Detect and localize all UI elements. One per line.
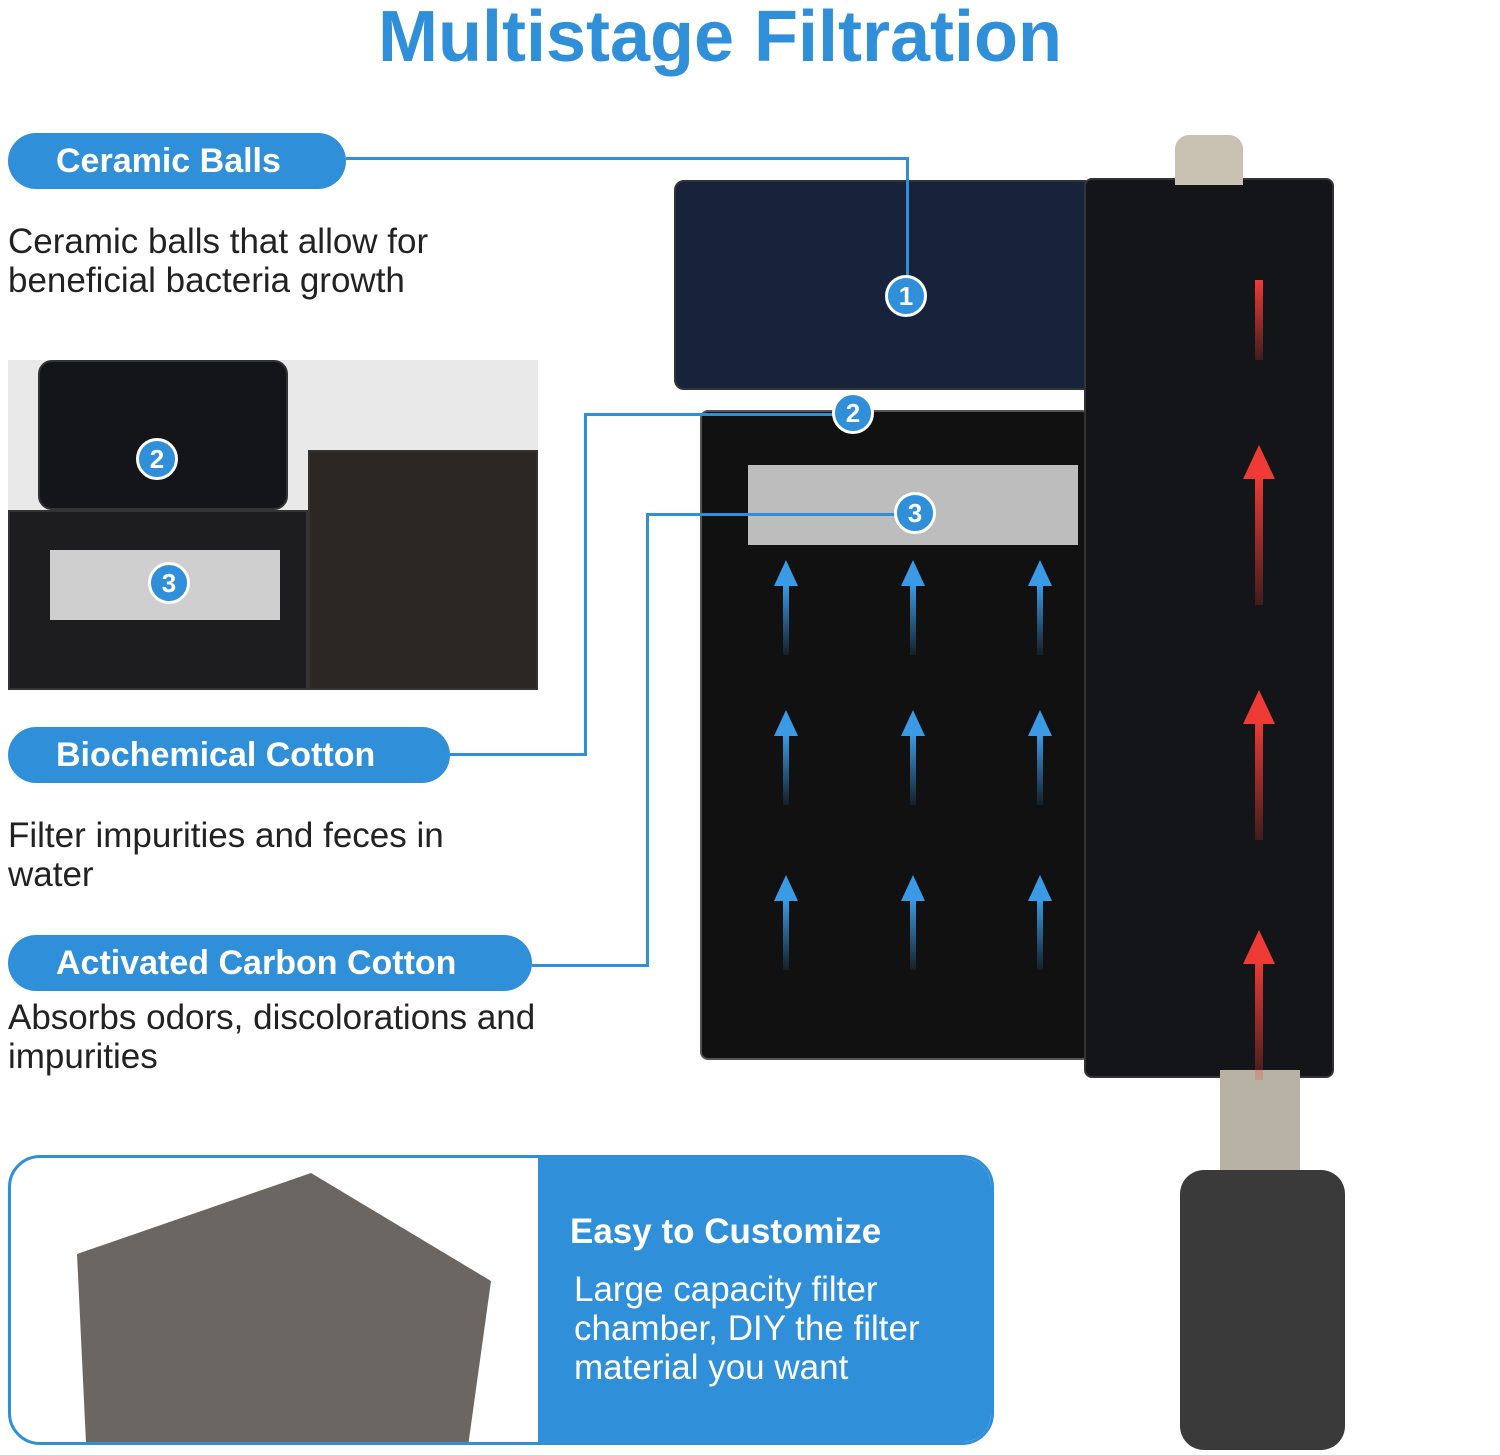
customize-card: Easy to Customize Large capacity filter … xyxy=(8,1155,994,1445)
connector-line xyxy=(532,964,649,967)
filter-media-photo: 2 3 xyxy=(8,360,538,690)
biochemical-cotton-description: Filter impurities and feces in water xyxy=(8,816,444,894)
stage-3-marker: 3 xyxy=(148,562,190,604)
connector-line xyxy=(450,753,587,756)
activated-carbon-cotton-label: Activated Carbon Cotton xyxy=(8,935,532,991)
stage-1-marker: 1 xyxy=(885,275,927,317)
ceramic-balls-description: Ceramic balls that allow for beneficial … xyxy=(8,222,429,300)
connector-line xyxy=(646,513,896,516)
biochemical-cotton-label: Biochemical Cotton xyxy=(8,727,450,783)
connector-line xyxy=(584,413,834,416)
customize-text: Large capacity filter chamber, DIY the f… xyxy=(574,1270,920,1387)
ceramic-balls-label: Ceramic Balls xyxy=(8,133,346,189)
connector-line xyxy=(584,413,587,756)
connector-line xyxy=(906,157,909,277)
customize-panel: Easy to Customize Large capacity filter … xyxy=(538,1158,991,1442)
connector-line xyxy=(346,157,909,160)
customize-heading: Easy to Customize xyxy=(570,1212,882,1251)
filter-chamber-photo xyxy=(77,1173,491,1442)
stage-3-marker: 3 xyxy=(894,492,936,534)
filter-illustration xyxy=(670,130,1500,1450)
stage-2-marker: 2 xyxy=(136,438,178,480)
connector-line xyxy=(646,513,649,967)
activated-carbon-description: Absorbs odors, discolorations and impuri… xyxy=(8,998,536,1076)
stage-2-marker: 2 xyxy=(832,392,874,434)
page-title: Multistage Filtration xyxy=(378,0,1062,77)
